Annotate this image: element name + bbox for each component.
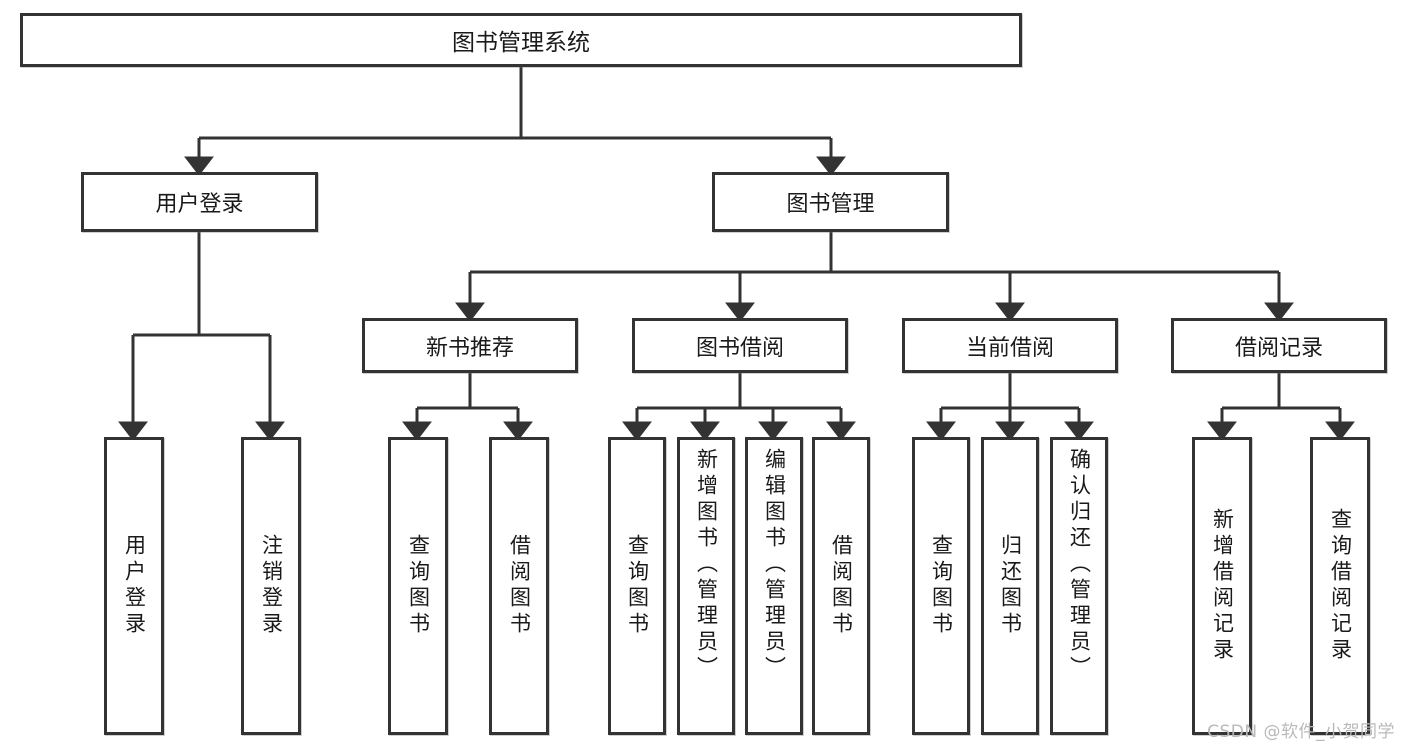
node-new-book-rec-label: 新书推荐 xyxy=(425,335,514,361)
node-root-label: 图书管理系统 xyxy=(452,30,590,56)
node-new-book-rec[interactable]: 新书推荐 xyxy=(362,318,578,373)
node-leaf-query-book-3-label: 查询图书 xyxy=(929,534,954,638)
node-leaf-query-book-3[interactable]: 查询图书 xyxy=(912,437,970,735)
node-leaf-return-book[interactable]: 归还图书 xyxy=(981,437,1039,735)
watermark: CSDN @软件_小贺同学 xyxy=(1207,722,1395,742)
node-current-borrow[interactable]: 当前借阅 xyxy=(902,318,1118,373)
node-book-borrow[interactable]: 图书借阅 xyxy=(632,318,848,373)
node-leaf-borrow-book-1-label: 借阅图书 xyxy=(507,534,532,638)
node-book-manage-label: 图书管理 xyxy=(786,192,875,217)
node-leaf-confirm-return-label: 确认归还（管理员） xyxy=(1067,448,1092,682)
node-borrow-record-label: 借阅记录 xyxy=(1234,335,1323,361)
node-root[interactable]: 图书管理系统 xyxy=(20,13,1022,67)
node-leaf-user-logout-label: 注销登录 xyxy=(259,534,284,638)
node-user-login-label: 用户登录 xyxy=(155,192,244,217)
node-leaf-return-book-label: 归还图书 xyxy=(998,534,1023,638)
node-leaf-add-book[interactable]: 新增图书（管理员） xyxy=(677,437,735,735)
node-leaf-borrow-book-2[interactable]: 借阅图书 xyxy=(812,437,870,735)
node-leaf-query-record-label: 查询借阅记录 xyxy=(1328,508,1353,664)
node-user-login[interactable]: 用户登录 xyxy=(81,172,318,232)
node-leaf-user-login[interactable]: 用户登录 xyxy=(104,437,164,735)
node-leaf-user-logout[interactable]: 注销登录 xyxy=(241,437,301,735)
node-leaf-add-record[interactable]: 新增借阅记录 xyxy=(1192,437,1252,735)
node-book-manage[interactable]: 图书管理 xyxy=(712,172,949,232)
node-borrow-record[interactable]: 借阅记录 xyxy=(1171,318,1387,373)
node-leaf-user-login-label: 用户登录 xyxy=(122,534,147,638)
node-leaf-query-book-2[interactable]: 查询图书 xyxy=(608,437,666,735)
node-leaf-query-record[interactable]: 查询借阅记录 xyxy=(1310,437,1370,735)
node-leaf-borrow-book-1[interactable]: 借阅图书 xyxy=(489,437,549,735)
node-leaf-query-book-1[interactable]: 查询图书 xyxy=(388,437,448,735)
node-current-borrow-label: 当前借阅 xyxy=(965,335,1054,361)
node-leaf-edit-book[interactable]: 编辑图书（管理员） xyxy=(745,437,803,735)
node-leaf-edit-book-label: 编辑图书（管理员） xyxy=(762,448,787,682)
node-book-borrow-label: 图书借阅 xyxy=(695,335,784,361)
node-leaf-add-record-label: 新增借阅记录 xyxy=(1210,508,1235,664)
node-leaf-confirm-return[interactable]: 确认归还（管理员） xyxy=(1050,437,1108,735)
node-leaf-query-book-1-label: 查询图书 xyxy=(406,534,431,638)
node-leaf-add-book-label: 新增图书（管理员） xyxy=(694,448,719,682)
node-leaf-borrow-book-2-label: 借阅图书 xyxy=(829,534,854,638)
node-leaf-query-book-2-label: 查询图书 xyxy=(625,534,650,638)
